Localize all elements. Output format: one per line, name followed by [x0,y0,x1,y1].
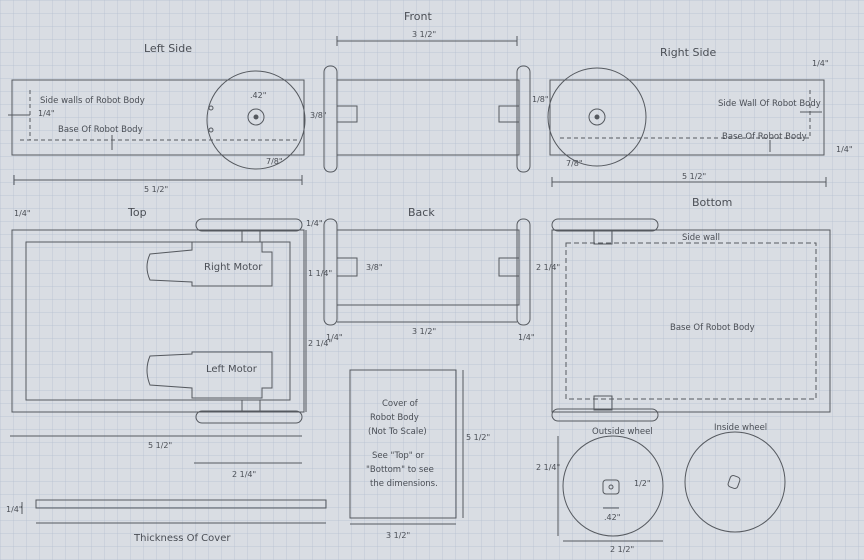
left-side-hole-1 [208,105,214,111]
note-base-bottom: Base Of Robot Body [670,323,755,333]
cover-thickness-strip [35,499,327,509]
dim-one-and-quarter: 1 1/4" [308,269,332,278]
dim-three-eighths-front: 3/8" [310,111,327,120]
top-inner [25,241,291,401]
bottom-body [551,229,831,413]
dim-half-inch: 1/2" [634,479,651,488]
dim-back-height: 2 1/4" [536,263,560,272]
right-side-body [549,79,825,156]
note-cover-see-3: the dimensions. [370,479,438,489]
cover-rect [349,369,457,519]
bottom-view [551,218,831,422]
front-hub-left [336,105,358,123]
dim-right-quarter: 1/4" [812,59,829,68]
back-view [323,218,531,326]
left-side-wheel [206,70,306,170]
top-hub-lower [241,399,261,413]
front-wheel-right [516,65,531,173]
note-left-motor: Left Motor [206,364,258,375]
note-inside-wheel: Inside wheel [714,423,767,433]
dim-right-side-length: 5 1/2" [682,172,706,181]
note-cover-see-1: See "Top" or [372,451,425,461]
label-front: Front [404,10,433,23]
outside-wheel-hub [602,479,620,495]
note-side-wall-bottom: Side wall [682,233,720,243]
back-hub-right [498,257,520,277]
front-hub-right [498,105,520,123]
dim-cover-height: 5 1/2" [466,433,490,442]
left-side-hole-2 [208,127,214,133]
back-hub-left [336,257,358,277]
right-side-wheel [547,67,647,167]
cover-view [349,369,464,525]
dim-side-length: 5 1/2" [144,185,168,194]
dim-top-length: 5 1/2" [148,441,172,450]
label-back: Back [408,206,435,219]
dim-one-eighth: 1/8" [532,95,549,104]
bottom-hub-lower [593,395,613,411]
left-side-hub [247,108,265,126]
dim-bottom-right-quarter: 1/4" [836,145,853,154]
dim-back-three-eighths: 3/8" [366,263,383,272]
note-cover-see-2: "Bottom" to see [366,465,434,475]
note-base-right: Base Of Robot Body [722,132,807,142]
outside-wheel [562,435,664,537]
dim-front-width: 3 1/2" [412,30,436,39]
bottom-wheel-upper [551,218,659,232]
left-motor-shape [146,351,273,399]
back-wheel-right [516,218,531,326]
note-cover-title-2: Robot Body [370,413,419,423]
label-bottom: Bottom [692,196,732,209]
note-side-wall-right: Side Wall Of Robot Body [718,99,821,109]
dim-motor-len: 2 1/4" [232,470,256,479]
note-cover-title-3: (Not To Scale) [368,427,427,437]
note-side-walls: Side walls of Robot Body [40,96,145,106]
label-top: Top [127,206,147,219]
dim-top-width: 2 1/4" [308,339,332,348]
dim-back-width: 3 1/2" [412,327,436,336]
label-left-side: Left Side [144,42,192,55]
bottom-hub-upper [593,229,613,245]
dim-back-quarter-left: 1/4" [326,333,343,342]
right-side-hub [588,108,606,126]
dim-back-quarter-right: 1/4" [518,333,535,342]
note-outside-wheel: Outside wheel [592,427,653,437]
bottom-dashed-inner [565,242,817,400]
dim-cover-thickness-quarter: 1/4" [6,505,23,514]
label-right-side: Right Side [660,46,716,59]
dim-left-quarter: 1/4" [38,109,55,118]
left-side-axle [253,114,259,120]
note-right-motor: Right Motor [204,262,263,273]
note-base-left: Base Of Robot Body [58,125,143,135]
left-side-body [11,79,305,156]
right-side-axle [594,114,600,120]
dim-top-quarter-right: 1/4" [306,219,323,228]
top-body [11,229,305,413]
top-wheel-lower [195,410,303,424]
note-cover-title-1: Cover of [382,399,419,409]
dim-top-quarter: 1/4" [14,209,31,218]
dim-hub-dia-left: .42" [250,91,266,100]
right-side-view [547,67,827,187]
dim-right-seven-eighths: 7/8" [566,159,583,168]
left-side-view [8,70,306,185]
dim-seven-eighths: 7/8" [266,157,283,166]
bottom-wheel-lower [551,408,659,422]
front-view [323,36,531,173]
inside-wheel-hub [727,474,741,490]
dim-cover-width: 3 1/2" [386,531,410,540]
top-wheel-upper [195,218,303,232]
cover-thickness-view [21,499,327,524]
dim-outside-hub: .42" [604,513,620,522]
wheel-details [557,431,786,542]
dim-wheel-height: 2 1/4" [536,463,560,472]
right-motor-shape [146,241,273,287]
top-view [10,218,307,464]
dim-wheel-width: 2 1/2" [610,545,634,554]
inside-wheel [684,431,786,533]
outside-wheel-axle [608,484,614,490]
note-thickness-cover: Thickness Of Cover [133,533,231,544]
